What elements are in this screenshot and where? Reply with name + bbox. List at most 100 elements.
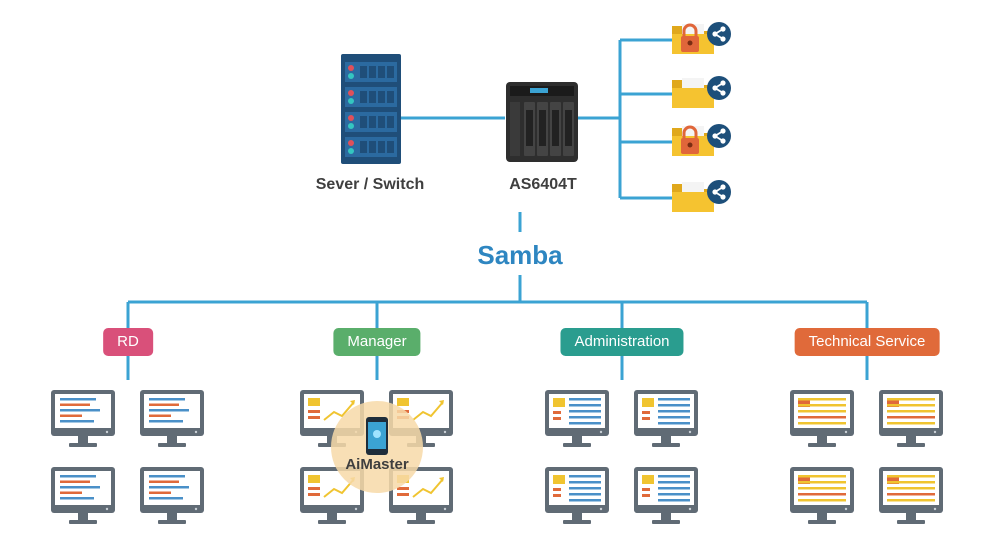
screen-text-line xyxy=(149,497,183,500)
group-tag-administration: Administration xyxy=(560,328,684,356)
monitor-led xyxy=(354,507,358,511)
screen-text-line xyxy=(569,499,601,502)
screen-trend-line xyxy=(412,401,444,421)
screen-text-line xyxy=(887,475,935,478)
screen-bar xyxy=(397,493,409,496)
nas-lcd xyxy=(530,88,548,93)
screen-text-line xyxy=(887,398,935,401)
monitor-led xyxy=(933,430,937,434)
server-slot xyxy=(360,91,367,103)
screen-text-line xyxy=(887,404,935,407)
screen-text-line xyxy=(887,487,935,490)
server-caption: Sever / Switch xyxy=(315,176,425,193)
screen-text-line xyxy=(887,481,935,484)
monitor-neck xyxy=(906,436,916,443)
monitor-neck xyxy=(416,513,426,520)
screen-text-line xyxy=(658,404,690,407)
screen-text-line xyxy=(60,491,82,494)
screen-bar xyxy=(397,487,409,490)
screen-bar xyxy=(553,411,561,414)
nas-drive-handle xyxy=(565,110,572,146)
screen-card xyxy=(887,398,899,407)
monitor-base xyxy=(158,520,186,524)
monitor-base xyxy=(563,443,591,447)
screen-text-line xyxy=(569,493,601,496)
monitor-led xyxy=(688,507,692,511)
server-slot xyxy=(387,116,394,128)
screen-text-line xyxy=(658,475,690,478)
monitor-base xyxy=(563,520,591,524)
shared-folder-icon xyxy=(672,76,731,108)
server-slot xyxy=(378,141,385,153)
locked-shared-folder-icon xyxy=(672,22,731,54)
nas-drive-handle xyxy=(526,110,533,146)
screen-text-line xyxy=(887,410,935,413)
shared-folders xyxy=(672,22,731,212)
monitor-base xyxy=(318,520,346,524)
server-slot xyxy=(360,141,367,153)
screen-text-line xyxy=(658,416,690,419)
monitor-icon xyxy=(300,467,364,524)
screen-text-line xyxy=(798,475,846,478)
share-badge xyxy=(707,124,731,148)
monitor-icon xyxy=(545,390,609,447)
monitor-led xyxy=(194,507,198,511)
group-tag-rd: RD xyxy=(103,328,153,356)
screen-bar xyxy=(553,417,561,420)
screen-text-line xyxy=(798,493,846,496)
server-slot xyxy=(369,66,376,78)
server-slot xyxy=(369,91,376,103)
screen-bar xyxy=(308,487,320,490)
lock-shackle xyxy=(682,125,698,138)
server-led xyxy=(348,115,354,121)
monitor-icon xyxy=(634,467,698,524)
monitor-icon xyxy=(389,390,453,447)
screen-text-line xyxy=(658,398,690,401)
monitor-neck xyxy=(327,513,337,520)
screen-trend-line xyxy=(412,478,444,498)
screen-trend-arrow xyxy=(439,400,444,405)
screen-text-line xyxy=(798,499,846,502)
screen-text-line xyxy=(149,414,171,417)
screen-card xyxy=(308,398,320,406)
screen-card xyxy=(642,475,654,484)
screen-text-line xyxy=(887,416,935,419)
screen-bar xyxy=(553,494,561,497)
screen-text-line xyxy=(658,487,690,490)
share-node xyxy=(712,85,718,91)
group-tag-technical-service: Technical Service xyxy=(794,328,940,356)
monitor-led xyxy=(443,507,447,511)
monitor-led xyxy=(105,430,109,434)
screen-text-line xyxy=(798,410,846,413)
screen-text-line xyxy=(569,487,601,490)
screen-bar xyxy=(308,416,320,419)
screen-trend-line xyxy=(323,401,355,421)
monitor-led xyxy=(933,507,937,511)
monitor-led xyxy=(599,507,603,511)
screen-card xyxy=(798,398,810,407)
screen-text-line xyxy=(60,486,100,489)
screen-text-line xyxy=(798,487,846,490)
screen-text-line xyxy=(658,499,690,502)
lock-shackle xyxy=(682,23,698,36)
screen-text-line xyxy=(569,404,601,407)
protocol-label: Samba xyxy=(477,240,563,270)
share-node xyxy=(720,90,726,96)
share-node xyxy=(720,128,726,134)
screen-text-line xyxy=(149,409,189,412)
screen-text-line xyxy=(569,416,601,419)
monitor-icon xyxy=(879,390,943,447)
monitor-neck xyxy=(661,436,671,443)
nas-device-icon xyxy=(506,82,578,162)
monitor-base xyxy=(407,520,435,524)
monitor-neck xyxy=(78,436,88,443)
screen-card xyxy=(397,398,409,406)
monitor-base xyxy=(652,520,680,524)
share-node xyxy=(720,184,726,190)
screen-card xyxy=(553,475,565,484)
nas-drive-handle xyxy=(552,110,559,146)
connection-lines xyxy=(126,38,869,380)
screen-bar xyxy=(642,494,650,497)
screen-text-line xyxy=(887,493,935,496)
